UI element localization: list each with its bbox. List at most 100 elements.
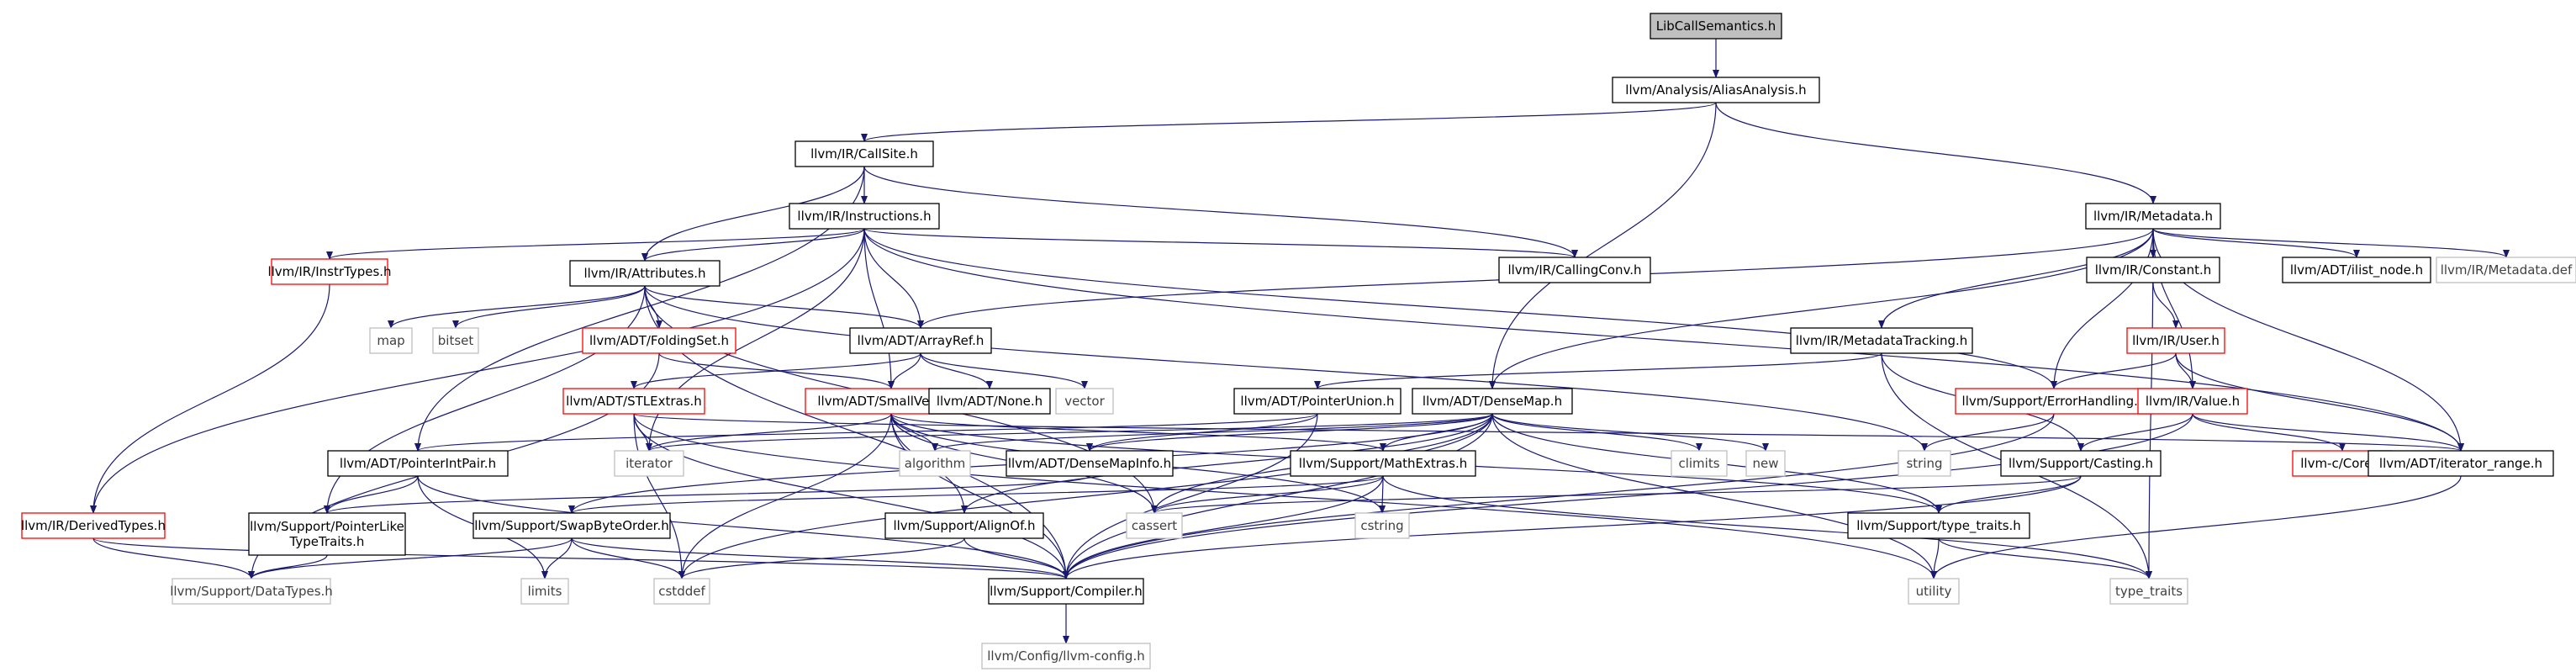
node-label: llvm/IR/Instructions.h	[797, 209, 931, 224]
file-node-iteratorrange[interactable]: llvm/ADT/iterator_range.h	[2367, 450, 2554, 477]
node-box	[172, 578, 331, 605]
dependency-edge	[1715, 102, 2156, 204]
dependency-edge	[1935, 475, 2082, 514]
file-node-metadatadef: llvm/IR/Metadata.def	[2436, 257, 2576, 283]
dependency-edge	[452, 285, 646, 329]
node-label: llvm/IR/Metadata.def	[2441, 262, 2573, 278]
file-node-typetraits_h[interactable]: llvm/Support/type_traits.h	[1847, 512, 2030, 539]
node-label: string	[1906, 456, 1942, 471]
node-box	[1126, 512, 1183, 539]
file-node-swapbyteorder[interactable]: llvm/Support/SwapByteOrder.h	[472, 512, 671, 539]
file-node-callingconv[interactable]: llvm/IR/CallingConv.h	[1498, 257, 1651, 283]
node-box	[1612, 77, 1820, 103]
node-box	[2000, 450, 2162, 477]
node-label: llvm/ADT/ilist_node.h	[2290, 262, 2423, 278]
file-node-metadata[interactable]: llvm/IR/Metadata.h	[2085, 203, 2221, 230]
node-box	[1745, 450, 1786, 477]
dependency-edge	[1938, 537, 2152, 579]
node-box	[562, 388, 705, 415]
dependency-edge	[324, 475, 1090, 514]
node-label: TypeTraits.h	[289, 534, 365, 549]
file-node-attributes[interactable]: llvm/IR/Attributes.h	[569, 260, 721, 287]
dependency-edge	[2051, 352, 2177, 389]
node-box	[653, 578, 710, 605]
file-node-ilistnode[interactable]: llvm/ADT/ilist_node.h	[2282, 257, 2431, 283]
file-node-none[interactable]: llvm/ADT/None.h	[928, 388, 1051, 415]
node-box	[248, 512, 406, 556]
node-box	[2086, 257, 2220, 283]
node-label: llvm-c/Core.h	[2300, 456, 2384, 471]
file-node-arrayref[interactable]: llvm/ADT/ArrayRef.h	[849, 327, 992, 354]
dependency-edge	[678, 413, 1493, 579]
file-node-utility: utility	[1908, 578, 1960, 605]
node-label: llvm/ADT/SmallVector.h	[817, 394, 964, 409]
dependency-edge	[1382, 475, 2152, 579]
dependency-edge	[932, 413, 1493, 452]
dependency-edge	[1151, 475, 2082, 514]
file-node-vector: vector	[1055, 388, 1114, 415]
file-node-metadatatracking[interactable]: llvm/IR/MetadataTracking.h	[1790, 327, 1973, 354]
file-node-instrtypes[interactable]: llvm/IR/InstrTypes.h	[267, 258, 392, 285]
file-node-foldingset[interactable]: llvm/ADT/FoldingSet.h	[582, 327, 736, 354]
node-box	[2085, 203, 2221, 230]
file-node-value[interactable]: llvm/IR/Value.h	[2137, 388, 2248, 415]
file-node-pointerintpair[interactable]: llvm/ADT/PointerIntPair.h	[327, 450, 509, 477]
dependency-edge	[863, 228, 2464, 452]
file-node-user[interactable]: llvm/IR/User.h	[2126, 327, 2225, 354]
file-node-errorhandling[interactable]: llvm/Support/ErrorHandling.h	[1955, 388, 2153, 415]
node-box	[1650, 13, 1782, 40]
node-label: llvm/ADT/STLExtras.h	[566, 394, 702, 409]
file-node-pointerunion[interactable]: llvm/ADT/PointerUnion.h	[1233, 388, 1401, 415]
dependency-edge	[678, 413, 892, 579]
node-box	[981, 643, 1151, 669]
node-label: llvm/Analysis/AliasAnalysis.h	[1625, 82, 1806, 98]
file-node-aa[interactable]: llvm/Analysis/AliasAnalysis.h	[1612, 77, 1820, 103]
node-box	[1006, 450, 1174, 477]
node-label: llvm/IR/InstrTypes.h	[267, 264, 391, 279]
file-node-callsite[interactable]: llvm/IR/CallSite.h	[794, 140, 934, 167]
file-node-stlextras[interactable]: llvm/ADT/STLExtras.h	[562, 388, 705, 415]
node-box	[271, 258, 388, 285]
node-box	[1412, 388, 1573, 415]
node-box	[1354, 512, 1410, 539]
node-label: llvm/ADT/ArrayRef.h	[858, 333, 984, 348]
node-box	[582, 327, 736, 354]
dependency-edge	[920, 352, 1088, 389]
file-node-root[interactable]: LibCallSemantics.h	[1650, 13, 1782, 40]
node-label: llvm/ADT/FoldingSet.h	[589, 333, 729, 348]
dependency-edge	[388, 285, 646, 329]
dependency-edge	[963, 537, 1069, 579]
node-label: iterator	[626, 456, 673, 471]
file-node-casting[interactable]: llvm/Support/Casting.h	[2000, 450, 2162, 477]
file-node-constant[interactable]: llvm/IR/Constant.h	[2086, 257, 2220, 283]
dependency-edge	[888, 352, 921, 389]
file-node-alignof[interactable]: llvm/Support/AlignOf.h	[884, 512, 1044, 539]
dependency-edge	[326, 228, 865, 260]
file-node-instructions[interactable]: llvm/IR/Instructions.h	[789, 203, 940, 230]
file-node-mathextras[interactable]: llvm/Support/MathExtras.h	[1290, 450, 1476, 477]
dependency-edge	[863, 228, 1578, 258]
node-label: LibCallSemantics.h	[1656, 19, 1776, 34]
dependency-edge	[1063, 413, 2193, 579]
dependency-edge	[417, 475, 1069, 579]
dependency-edge	[863, 166, 1578, 258]
file-node-new: new	[1745, 450, 1786, 477]
file-node-densemap[interactable]: llvm/ADT/DenseMap.h	[1412, 388, 1573, 415]
dependency-edge	[890, 413, 938, 452]
node-label: llvm/Support/DataTypes.h	[170, 584, 333, 599]
node-box	[928, 388, 1051, 415]
node-box	[2367, 450, 2554, 477]
node-label: llvm/Support/Compiler.h	[990, 584, 1143, 599]
file-node-compiler[interactable]: llvm/Support/Compiler.h	[988, 578, 1144, 605]
dependency-edge	[541, 537, 573, 579]
node-box	[1055, 388, 1114, 415]
node-label: map	[377, 333, 404, 348]
dependency-edge	[90, 283, 330, 514]
file-node-deriveddtypes[interactable]: llvm/IR/DerivedTypes.h	[21, 512, 166, 539]
file-node-densemapinfo[interactable]: llvm/ADT/DenseMapInfo.h	[1006, 450, 1174, 477]
node-box	[884, 512, 1044, 539]
node-box	[432, 327, 479, 354]
node-box	[1898, 450, 1951, 477]
